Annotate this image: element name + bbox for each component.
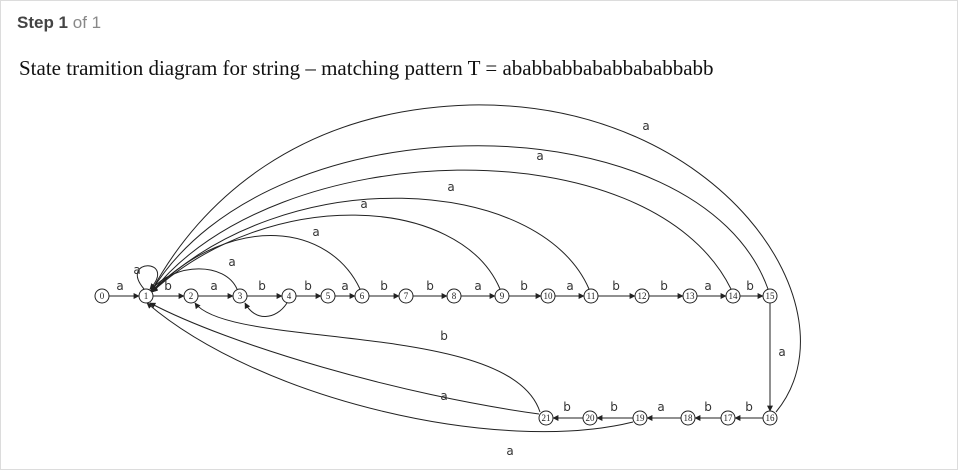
transition-label-13-14: a bbox=[704, 279, 711, 293]
state-node-20 bbox=[582, 410, 598, 426]
transition-label-18-19: a bbox=[657, 400, 664, 414]
transition-label-6-7: b bbox=[380, 279, 388, 293]
state-label-20: 20 bbox=[586, 413, 596, 423]
state-node-14 bbox=[725, 288, 741, 304]
transition-label-9-10: b bbox=[520, 279, 528, 293]
transition-label-20-21: b bbox=[563, 400, 571, 414]
state-node-3 bbox=[232, 288, 248, 304]
transition-label-1-1: a bbox=[133, 263, 140, 277]
state-node-2 bbox=[183, 288, 199, 304]
transition-label-5-6: a bbox=[341, 279, 348, 293]
transition-label-11-12: b bbox=[612, 279, 620, 293]
transition-label-10-11: a bbox=[566, 279, 573, 293]
transition-label-19-20: b bbox=[610, 400, 618, 414]
transition-label-4-5: b bbox=[304, 279, 312, 293]
transition-label-21-1: a bbox=[440, 389, 447, 403]
transition-label-8-9: a bbox=[474, 279, 481, 293]
state-node-18 bbox=[680, 410, 696, 426]
state-node-12 bbox=[634, 288, 650, 304]
state-label-19: 19 bbox=[636, 413, 646, 423]
state-label-15: 15 bbox=[766, 291, 776, 301]
transition-label-11-1: a bbox=[447, 180, 454, 194]
state-node-4 bbox=[281, 288, 297, 304]
state-label-13: 13 bbox=[686, 291, 696, 301]
state-label-4: 4 bbox=[287, 291, 292, 301]
transition-19-1 bbox=[146, 302, 634, 433]
state-label-14: 14 bbox=[729, 291, 739, 301]
transition-4-3 bbox=[244, 302, 288, 317]
transition-16-1 bbox=[150, 104, 801, 413]
step-of-label: of 1 bbox=[72, 13, 102, 32]
transition-label-19-1: a bbox=[506, 444, 513, 458]
transition-3-1 bbox=[150, 268, 238, 291]
transition-label-3-1: a bbox=[228, 255, 235, 269]
transition-14-1 bbox=[151, 169, 732, 293]
state-label-11: 11 bbox=[587, 291, 596, 301]
state-node-21 bbox=[538, 410, 554, 426]
transition-label-17-18: b bbox=[704, 400, 712, 414]
state-node-16 bbox=[762, 410, 778, 426]
state-label-1: 1 bbox=[144, 291, 149, 301]
state-label-0: 0 bbox=[100, 291, 105, 301]
transition-label-14-15: b bbox=[746, 279, 754, 293]
state-node-11 bbox=[583, 288, 599, 304]
state-node-15 bbox=[762, 288, 778, 304]
state-node-1 bbox=[138, 288, 154, 304]
transition-label-15-16: a bbox=[778, 345, 785, 359]
transition-label-9-1: a bbox=[360, 197, 367, 211]
state-label-8: 8 bbox=[452, 291, 457, 301]
state-label-5: 5 bbox=[326, 291, 331, 301]
state-node-13 bbox=[682, 288, 698, 304]
step-indicator: Step 1 of 1 bbox=[17, 13, 101, 33]
transition-label-2-3: a bbox=[210, 279, 217, 293]
transition-label-12-13: b bbox=[660, 279, 668, 293]
diagram-caption: State tramition diagram for string – mat… bbox=[19, 56, 714, 80]
transition-label-14-1: a bbox=[536, 149, 543, 163]
state-label-2: 2 bbox=[189, 291, 194, 301]
transition-1-1 bbox=[136, 265, 158, 290]
transition-6-1 bbox=[151, 235, 361, 292]
state-label-9: 9 bbox=[500, 291, 505, 301]
state-label-7: 7 bbox=[404, 291, 409, 301]
state-label-3: 3 bbox=[238, 291, 243, 301]
step-label: Step 1 bbox=[17, 13, 69, 32]
state-label-16: 16 bbox=[766, 413, 776, 423]
transition-label-16-1: a bbox=[0, 0, 4, 3]
state-node-5 bbox=[320, 288, 336, 304]
transition-label-7-8: b bbox=[426, 279, 434, 293]
state-node-6 bbox=[354, 288, 370, 304]
transition-label-6-1: a bbox=[312, 225, 319, 239]
state-node-9 bbox=[494, 288, 510, 304]
transition-label-3-4: b bbox=[258, 279, 266, 293]
transition-label-0-1: a bbox=[116, 279, 123, 293]
state-label-6: 6 bbox=[360, 291, 365, 301]
transition-21-1 bbox=[149, 302, 540, 415]
state-label-18: 18 bbox=[684, 413, 694, 423]
state-node-0 bbox=[94, 288, 110, 304]
state-node-17 bbox=[720, 410, 736, 426]
transition-21-2 bbox=[194, 302, 541, 413]
transition-15-1 bbox=[150, 145, 769, 293]
transition-9-1 bbox=[151, 214, 501, 293]
transition-label-15-1: a bbox=[642, 119, 649, 133]
state-node-7 bbox=[398, 288, 414, 304]
transition-label-1-2: b bbox=[164, 279, 172, 293]
state-node-8 bbox=[446, 288, 462, 304]
state-label-17: 17 bbox=[724, 413, 734, 423]
state-node-10 bbox=[540, 288, 556, 304]
transition-label-16-17: b bbox=[745, 400, 753, 414]
state-node-19 bbox=[632, 410, 648, 426]
state-label-10: 10 bbox=[544, 291, 554, 301]
transition-11-1 bbox=[151, 197, 590, 293]
state-label-12: 12 bbox=[638, 291, 647, 301]
transition-label-21-2: b bbox=[440, 329, 448, 343]
state-label-21: 21 bbox=[542, 413, 551, 423]
